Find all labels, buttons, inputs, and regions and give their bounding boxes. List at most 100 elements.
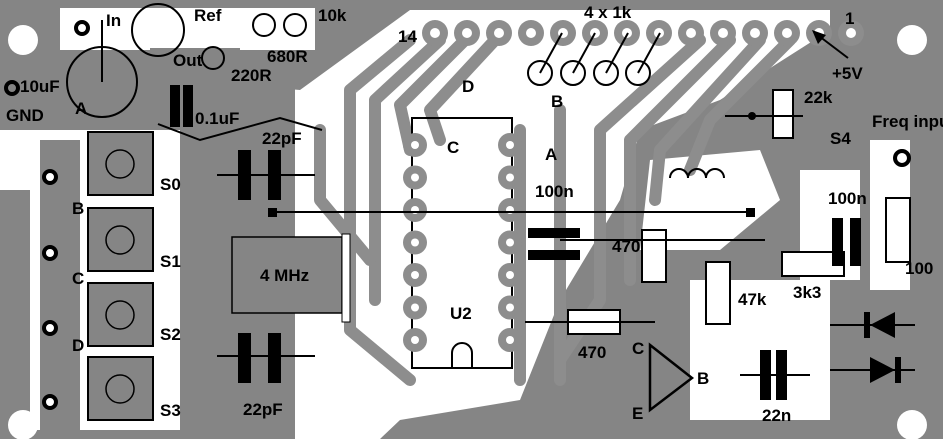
pad-hole <box>411 238 419 247</box>
label-100n-mid: 100n <box>535 182 574 201</box>
pad-hole <box>506 141 514 149</box>
pad-hole <box>506 303 514 312</box>
resistor-100 <box>885 197 911 263</box>
label-pin14: 14 <box>398 27 417 46</box>
pad-hole <box>718 28 728 38</box>
mounting-hole <box>8 410 38 439</box>
mounting-hole <box>897 25 927 55</box>
capacitor-22pf-top <box>217 150 315 200</box>
switch-terminal <box>42 394 58 410</box>
label-22pf-bottom: 22pF <box>243 400 283 419</box>
label-470-mid: 470 <box>612 237 640 256</box>
label-0-1uf: 0.1uF <box>195 109 239 128</box>
label-in: In <box>106 11 121 30</box>
trimmer-22k <box>772 89 794 139</box>
label-out: Out <box>173 51 203 70</box>
label-s3: S3 <box>160 401 181 420</box>
label-s0: S0 <box>160 175 181 194</box>
label-freq-input: Freq input <box>872 112 943 131</box>
label-a-top: A <box>545 145 557 164</box>
diode-bottom <box>830 357 915 383</box>
pad-hole <box>846 28 856 38</box>
pad <box>283 13 307 37</box>
pad-hole <box>506 336 514 344</box>
label-s2: S2 <box>160 325 181 344</box>
ic-u2 <box>403 117 522 369</box>
label-10k: 10k <box>318 6 347 25</box>
pad-hole <box>411 303 419 312</box>
label-s1: S1 <box>160 252 181 271</box>
mounting-hole <box>897 410 927 439</box>
mounting-holes <box>8 25 927 439</box>
switch-button-icon <box>105 149 135 179</box>
label-22k: 22k <box>804 88 833 107</box>
pad-hole <box>430 28 440 38</box>
label-b-left: B <box>72 199 84 218</box>
label-100n-right: 100n <box>828 189 867 208</box>
label-a-left: A <box>75 99 87 118</box>
pad-hole <box>506 238 514 247</box>
pushbutton-switch[interactable] <box>87 207 154 272</box>
switch-terminal <box>42 320 58 336</box>
labels: In Ref 10k 14 4 x 1k 1 Out 680R 220R 10u… <box>6 3 943 425</box>
label-4x1k: 4 x 1k <box>584 3 632 22</box>
pad-hole <box>411 271 419 279</box>
switch-terminal <box>42 245 58 261</box>
pad-hole <box>462 28 472 38</box>
pad-hole <box>750 28 760 38</box>
label-d-top: D <box>462 77 474 96</box>
inductor <box>669 168 725 179</box>
resistor-470-mid <box>641 229 667 283</box>
label-c-left: C <box>72 269 84 288</box>
label-b-transistor: B <box>697 369 709 388</box>
resistor-47k <box>705 261 731 325</box>
label-c-top: C <box>447 138 459 157</box>
label-u2: U2 <box>450 304 472 323</box>
label-ref: Ref <box>194 6 222 25</box>
pad <box>252 13 276 37</box>
label-22n: 22n <box>762 406 791 425</box>
label-10uf: 10uF <box>20 77 60 96</box>
switch-terminal <box>42 169 58 185</box>
terminal-gnd <box>4 80 20 96</box>
label-s4: S4 <box>830 129 851 148</box>
pad-hole <box>506 271 514 279</box>
label-c-transistor: C <box>632 339 644 358</box>
pushbutton-switch[interactable] <box>87 356 154 421</box>
freq-input-pad[interactable] <box>893 149 911 167</box>
pad-hole <box>411 141 419 149</box>
mounting-hole <box>8 25 38 55</box>
label-4mhz: 4 MHz <box>260 266 309 285</box>
label-100: 100 <box>905 259 933 278</box>
switch-button-icon <box>105 374 135 404</box>
label-gnd: GND <box>6 106 44 125</box>
capacitor-22pf-bottom <box>217 333 315 383</box>
pushbutton-switch[interactable] <box>87 282 154 347</box>
regulator-outline <box>131 3 185 57</box>
pad-hole <box>506 173 514 182</box>
pad <box>201 46 225 70</box>
label-d-left: D <box>72 336 84 355</box>
label-e-transistor: E <box>632 404 643 423</box>
label-680r: 680R <box>267 47 308 66</box>
label-3k3: 3k3 <box>793 283 821 302</box>
transistor <box>648 342 695 413</box>
pad-hole <box>411 173 419 182</box>
label-pin1: 1 <box>845 9 854 28</box>
label-47k: 47k <box>738 290 767 309</box>
pushbutton-switch[interactable] <box>87 131 154 196</box>
terminal-in <box>74 20 90 36</box>
label-470-low: 470 <box>578 343 606 362</box>
label-b-top: B <box>551 92 563 111</box>
diode-top <box>830 312 915 338</box>
pad-hole <box>526 28 536 38</box>
label-22pf-top: 22pF <box>262 129 302 148</box>
pad-hole <box>494 28 504 38</box>
pad-hole <box>686 28 696 38</box>
switch-button-icon <box>105 300 135 330</box>
switch-button-icon <box>105 225 135 255</box>
label-plus5v: +5V <box>832 64 863 83</box>
pad-hole <box>782 28 792 38</box>
pad-hole <box>411 336 419 344</box>
